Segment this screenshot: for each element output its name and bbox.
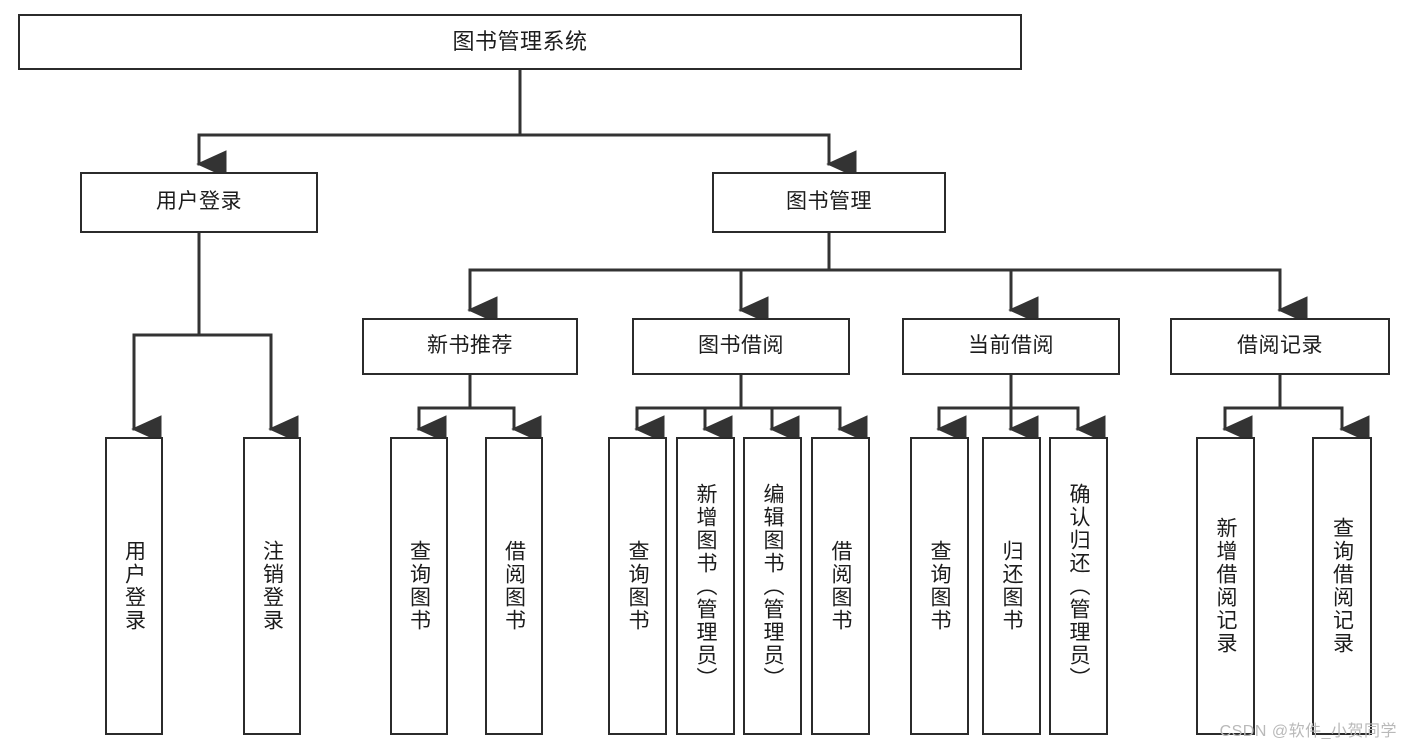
node-leaf-query-record[interactable]: 查询借阅记录: [1312, 437, 1372, 735]
node-new-book-recommend[interactable]: 新书推荐: [362, 318, 578, 375]
node-leaf-logout[interactable]: 注销登录: [243, 437, 301, 735]
node-leaf-user-login-label: 用户登录: [122, 540, 146, 632]
node-current-borrow-label: 当前借阅: [968, 334, 1054, 358]
node-borrow-record[interactable]: 借阅记录: [1170, 318, 1390, 375]
node-root[interactable]: 图书管理系统: [18, 14, 1022, 70]
node-book-manage[interactable]: 图书管理: [712, 172, 946, 233]
node-leaf-add-record[interactable]: 新增借阅记录: [1196, 437, 1255, 735]
node-leaf-return-book-label: 归还图书: [1000, 540, 1023, 632]
watermark: CSDN @软件_小贺同学: [1219, 723, 1397, 740]
node-leaf-query-book-2-label: 查询图书: [626, 540, 649, 632]
node-leaf-confirm-return[interactable]: 确认归还（管理员）: [1049, 437, 1108, 735]
node-user-login[interactable]: 用户登录: [80, 172, 318, 233]
node-leaf-confirm-return-label: 确认归还（管理员）: [1067, 482, 1090, 690]
node-leaf-logout-label: 注销登录: [260, 540, 284, 632]
node-leaf-user-login[interactable]: 用户登录: [105, 437, 163, 735]
node-current-borrow[interactable]: 当前借阅: [902, 318, 1120, 375]
node-book-borrow-label: 图书借阅: [698, 334, 784, 358]
node-leaf-query-book-1-label: 查询图书: [407, 540, 431, 632]
node-leaf-query-book-3[interactable]: 查询图书: [910, 437, 969, 735]
node-leaf-return-book[interactable]: 归还图书: [982, 437, 1041, 735]
node-root-label: 图书管理系统: [452, 29, 588, 55]
node-borrow-record-label: 借阅记录: [1237, 334, 1323, 358]
node-book-manage-label: 图书管理: [786, 190, 872, 214]
node-leaf-edit-book-label: 编辑图书（管理员）: [761, 482, 784, 690]
node-new-book-recommend-label: 新书推荐: [427, 334, 513, 358]
node-leaf-add-book-label: 新增图书（管理员）: [694, 482, 717, 690]
node-leaf-edit-book[interactable]: 编辑图书（管理员）: [743, 437, 802, 735]
node-leaf-query-book-3-label: 查询图书: [928, 540, 951, 632]
node-leaf-borrow-book-2-label: 借阅图书: [829, 540, 852, 632]
node-leaf-add-record-label: 新增借阅记录: [1214, 517, 1237, 655]
node-leaf-query-book-1[interactable]: 查询图书: [390, 437, 448, 735]
node-leaf-borrow-book-2[interactable]: 借阅图书: [811, 437, 870, 735]
node-leaf-borrow-book-1-label: 借阅图书: [502, 540, 526, 632]
node-leaf-add-book[interactable]: 新增图书（管理员）: [676, 437, 735, 735]
node-leaf-query-record-label: 查询借阅记录: [1330, 517, 1354, 655]
node-leaf-query-book-2[interactable]: 查询图书: [608, 437, 667, 735]
node-book-borrow[interactable]: 图书借阅: [632, 318, 850, 375]
node-leaf-borrow-book-1[interactable]: 借阅图书: [485, 437, 543, 735]
node-user-login-label: 用户登录: [156, 190, 242, 214]
